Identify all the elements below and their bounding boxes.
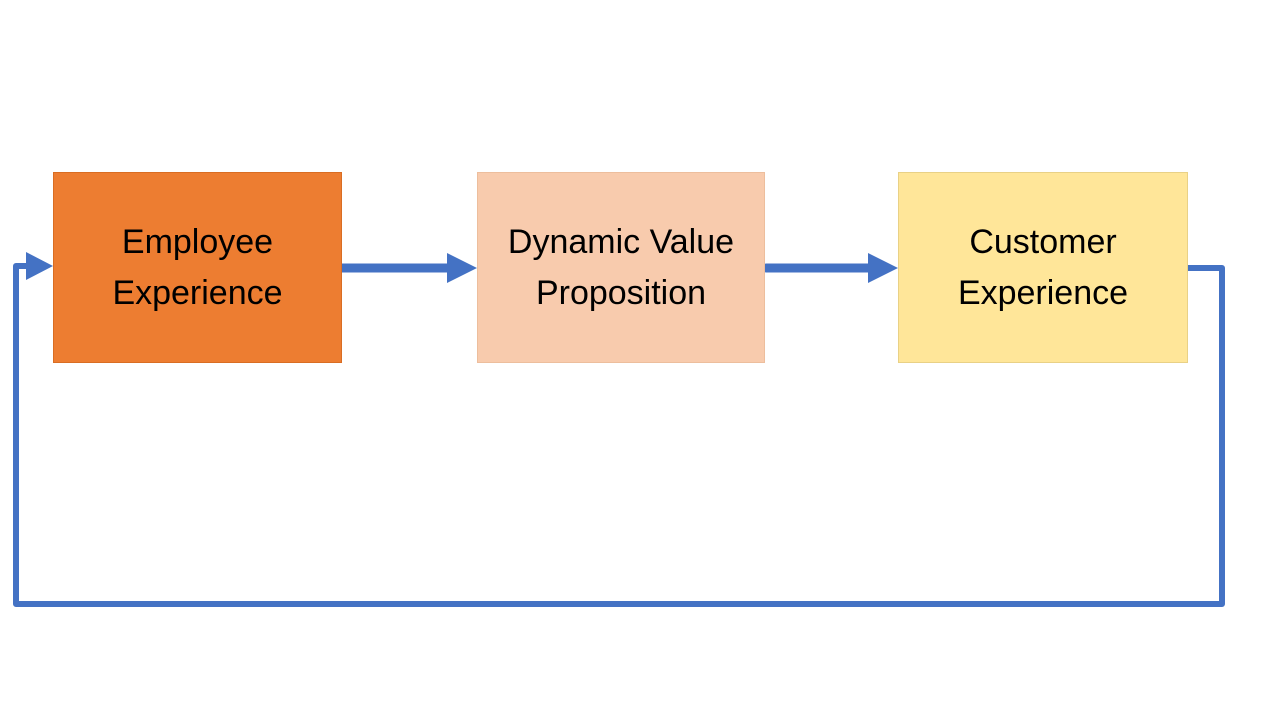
arrow-dvp-to-customer xyxy=(761,253,898,283)
box-dynamic-value-proposition-label: Dynamic Value Proposition xyxy=(507,222,735,312)
box-employee-experience-label: Employee Experience xyxy=(112,222,283,312)
box-customer-experience-label: Customer Experience xyxy=(957,222,1129,312)
box-dynamic-value-proposition: Dynamic Value Proposition xyxy=(477,172,765,363)
box-employee-experience: Employee Experience xyxy=(53,172,342,363)
box-customer-experience: Customer Experience xyxy=(898,172,1188,363)
arrow-employee-to-dvp xyxy=(337,253,477,283)
feedback-arrow-customer-to-employee xyxy=(13,252,1225,607)
